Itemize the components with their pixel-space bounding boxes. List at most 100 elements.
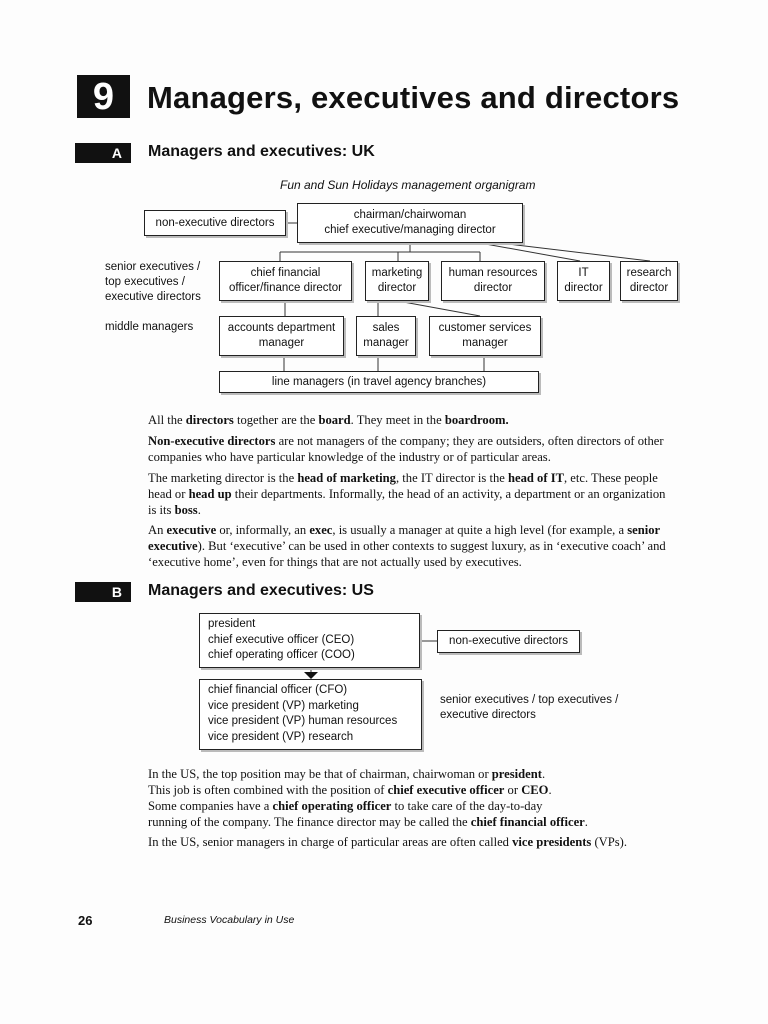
box-us-top-executives: president chief executive officer (CEO) … [199, 613, 420, 668]
text: or [504, 783, 522, 797]
box-label-line2: manager [363, 337, 409, 349]
paragraph-non-executive: Non-executive directors are not managers… [148, 433, 673, 465]
text: to take care of the day-to-day [391, 799, 543, 813]
paragraph-head-of: The marketing director is the head of ma… [148, 470, 673, 518]
section-b-badge: B [75, 582, 131, 602]
box-line: chief financial officer (CFO) [208, 684, 348, 696]
box-line: chief operating officer (COO) [208, 649, 355, 661]
book-title: Business Vocabulary in Use [164, 914, 295, 926]
box-label-line1: IT [578, 267, 589, 279]
us-senior-executives-label: senior executives / top executives / exe… [440, 693, 618, 723]
paragraph-executive: An executive or, informally, an exec, is… [148, 522, 673, 570]
paragraph-us-vice-presidents: In the US, senior managers in charge of … [148, 834, 673, 850]
text: are not managers of the company; they ar… [148, 434, 664, 464]
box-label-line2: officer/finance director [229, 282, 342, 294]
box-label: non-executive directors [155, 216, 275, 229]
text: In the US, senior managers in charge of … [148, 835, 513, 849]
page-number: 26 [78, 913, 93, 928]
text-line: Some companies have a chief operating of… [148, 798, 673, 814]
term: head of marketing [297, 471, 396, 485]
box-line: vice president (VP) human resources [208, 715, 398, 727]
text-line: running of the company. The finance dire… [148, 814, 673, 830]
term: senior executive [148, 523, 660, 553]
text-line: In the US, the top position may be that … [148, 766, 673, 782]
term: chief financial officer [470, 815, 585, 829]
box-label-line1: research [626, 267, 672, 279]
box-line: vice president (VP) marketing [208, 699, 359, 712]
section-a-badge: A [75, 143, 131, 163]
box-label-line2: director [629, 282, 669, 294]
text: Some companies have a [148, 799, 273, 813]
term: president [491, 767, 542, 781]
middle-managers-label: middle managers [105, 321, 194, 333]
box-research-director: research director [620, 261, 678, 301]
text: ). But ‘executive’ can be used in other … [148, 539, 666, 569]
term: Non-executive directors [148, 434, 276, 448]
box-line: vice president (VP) research [208, 730, 354, 743]
text: . [197, 503, 201, 517]
text: , the IT director is the [395, 471, 509, 485]
box-customer-services-manager: customer services manager [429, 316, 541, 356]
text: This job is often combined with the posi… [148, 783, 388, 797]
organigram-caption: Fun and Sun Holidays management organigr… [280, 178, 536, 192]
box-non-executive-directors: non-executive directors [144, 210, 286, 236]
term: directors [185, 413, 234, 427]
term: vice presidents [512, 835, 592, 849]
text: In the US, the top position may be that … [148, 767, 492, 781]
section-b-title: Managers and executives: US [148, 582, 374, 599]
box-line: president [208, 618, 256, 630]
label-line: senior executives / top executives / [440, 694, 619, 706]
text: . [548, 783, 552, 797]
box-label-line1: sales [372, 322, 400, 334]
label-line: top executives / [105, 276, 185, 288]
box-sales-manager: sales manager [356, 316, 416, 356]
term: exec [309, 523, 333, 537]
box-label: line managers (in travel agency branches… [271, 375, 487, 388]
senior-executives-label: senior executives / top executives / exe… [105, 260, 201, 305]
box-label-line2: manager [462, 337, 508, 349]
text: or, informally, an [216, 523, 310, 537]
box-label-line2: chief executive/managing director [324, 224, 496, 236]
box-label-line2: director [377, 282, 417, 294]
box-line-managers: line managers (in travel agency branches… [219, 371, 539, 393]
paragraph-us-president: In the US, the top position may be that … [148, 766, 673, 830]
box-label: non-executive directors [449, 635, 568, 647]
text: . [541, 767, 546, 781]
box-label-line2: manager [258, 337, 305, 349]
term: chief executive officer [387, 783, 505, 797]
section-a-title: Managers and executives: UK [148, 143, 375, 160]
label-line: executive directors [105, 291, 201, 303]
text: The marketing director is the [148, 471, 298, 485]
term: board [318, 413, 351, 427]
text: . They meet in the [350, 413, 445, 427]
text: , is usually a manager at quite a high l… [332, 523, 628, 537]
term: chief operating officer [272, 799, 392, 813]
term: executive [166, 523, 217, 537]
term: boss [174, 503, 198, 517]
text: (VPs). [591, 835, 627, 849]
box-label-line1: marketing [371, 267, 423, 279]
term: head up [188, 487, 232, 501]
text-line: This job is often combined with the posi… [148, 782, 673, 798]
box-label-line1: customer services [438, 322, 532, 334]
box-it-director: IT director [557, 261, 610, 301]
box-hr-director: human resources director [441, 261, 545, 301]
term: head of IT [508, 471, 564, 485]
box-label-line1: accounts department [227, 322, 336, 334]
term: boardroom. [444, 413, 509, 427]
box-label-line1: chief financial [250, 267, 321, 279]
box-us-senior-executives: chief financial officer (CFO) vice presi… [199, 679, 422, 750]
box-cfo: chief financial officer/finance director [219, 261, 352, 301]
text: together are the [233, 413, 319, 427]
box-chairman: chairman/chairwoman chief executive/mana… [297, 203, 523, 243]
text: running of the company. The finance dire… [148, 815, 471, 829]
box-line: chief executive officer (CEO) [208, 633, 355, 646]
box-label-line2: director [564, 282, 603, 294]
box-accounts-manager: accounts department manager [219, 316, 344, 356]
unit-title: Managers, executives and directors [147, 80, 680, 115]
term: CEO [521, 783, 549, 797]
text: . [584, 815, 588, 829]
text: , etc. These people head or [148, 471, 658, 501]
paragraph-board: All the directors together are the board… [148, 412, 673, 428]
